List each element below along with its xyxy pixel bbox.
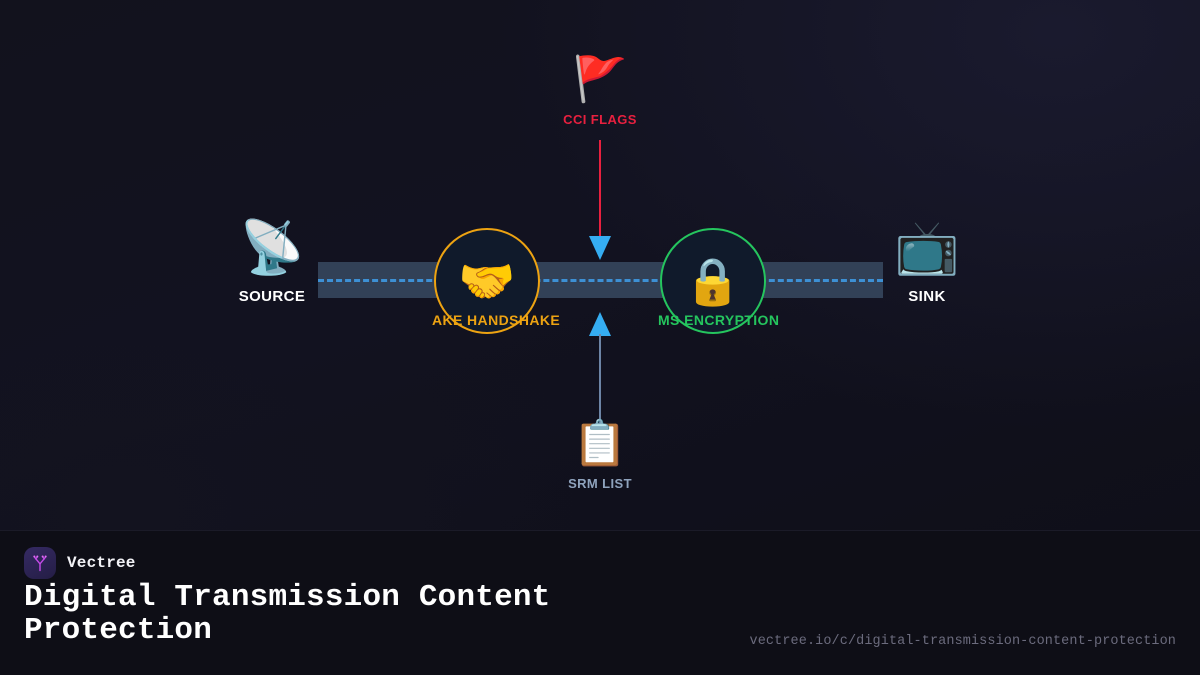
- arrowhead-down-icon: [589, 236, 611, 260]
- diagram-canvas: 📡 SOURCE 🤝 AKE HANDSHAKE 🔒 MS ENCRYPTION…: [0, 0, 1200, 530]
- lock-icon: 🔒: [684, 254, 742, 308]
- vectree-tree-logo-icon: [24, 547, 56, 579]
- satellite-dish-icon: 📡: [239, 218, 305, 278]
- footer-url: vectree.io/c/digital-transmission-conten…: [749, 634, 1176, 649]
- node-ake-handshake-label: AKE HANDSHAKE: [432, 312, 561, 328]
- node-source[interactable]: 📡 SOURCE: [192, 222, 352, 305]
- node-ake-handshake[interactable]: 🤝 AKE HANDSHAKE: [432, 228, 561, 334]
- node-ms-encryption-label: MS ENCRYPTION: [658, 312, 780, 328]
- node-sink-label: SINK: [908, 288, 946, 305]
- node-srm-list-label: SRM LIST: [568, 476, 632, 491]
- arrowhead-up-icon: [589, 312, 611, 336]
- node-ake-handshake-ring: 🤝: [434, 228, 540, 334]
- footer: Vectree Digital Transmission Content Pro…: [0, 530, 1200, 675]
- node-srm-list[interactable]: 📋 SRM LIST: [520, 418, 680, 492]
- connector-line: [599, 140, 601, 238]
- node-sink[interactable]: 📺 SINK: [847, 222, 1007, 305]
- transport-channel-dashed-line: [318, 279, 883, 282]
- page-title: Digital Transmission Content Protection: [24, 580, 551, 648]
- node-source-label: SOURCE: [238, 288, 306, 305]
- television-icon: 📺: [894, 218, 960, 278]
- node-cci-flags[interactable]: 🚩 CCI FLAGS: [520, 54, 680, 128]
- brand[interactable]: Vectree: [24, 547, 136, 579]
- handshake-icon: 🤝: [458, 254, 516, 308]
- node-ms-encryption[interactable]: 🔒 MS ENCRYPTION: [658, 228, 780, 334]
- clipboard-icon: 📋: [572, 418, 628, 469]
- brand-name: Vectree: [67, 554, 136, 572]
- connector-line: [599, 334, 601, 424]
- node-ms-encryption-ring: 🔒: [660, 228, 766, 334]
- node-cci-flags-label: CCI FLAGS: [563, 112, 637, 127]
- red-flag-icon: 🚩: [572, 54, 628, 105]
